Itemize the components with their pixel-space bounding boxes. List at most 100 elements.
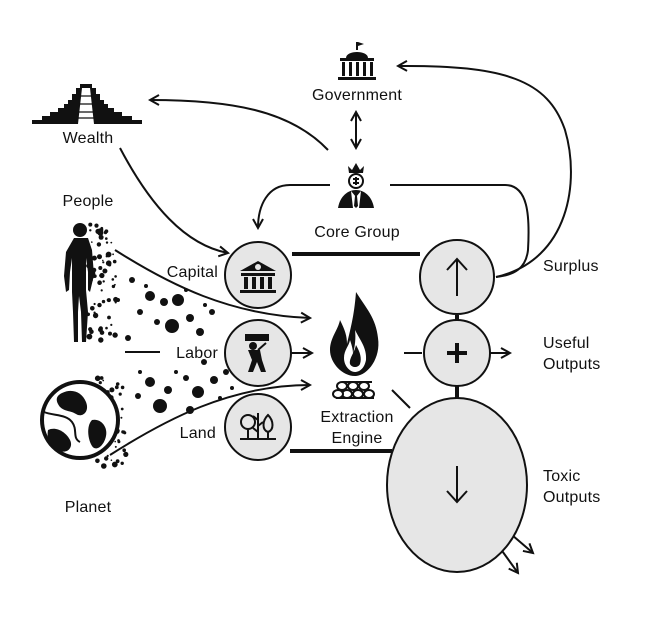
particle-dot	[112, 259, 117, 264]
particle-dot	[97, 302, 102, 308]
particle-dot	[111, 461, 118, 468]
particle-dot	[112, 332, 118, 338]
arrow-planet-flow	[109, 385, 310, 456]
particle-dot	[105, 237, 108, 240]
particle-dot	[92, 312, 99, 319]
arrow-toxic-out-2	[499, 547, 518, 573]
particle-dot	[98, 337, 104, 343]
particle-dot	[154, 319, 160, 325]
particle-dot	[137, 309, 143, 315]
arrow-people-flow	[114, 249, 310, 318]
particle-dot	[98, 381, 102, 385]
particle-dot	[94, 223, 99, 228]
particle-dot	[186, 314, 194, 322]
wealth-label: Wealth	[63, 130, 114, 147]
labels: Government Wealth People Core Group Capi…	[62, 87, 600, 516]
arrow-core-to-wealth	[150, 100, 329, 151]
particle-dot	[196, 328, 204, 336]
particle-dot	[115, 459, 120, 464]
particle-dot	[105, 326, 108, 330]
particle-dot	[98, 327, 103, 333]
particle-dot	[172, 294, 184, 306]
particle-dot	[135, 393, 141, 399]
core-group-label: Core Group	[314, 224, 400, 241]
particle-dot	[105, 260, 112, 267]
particle-dot	[102, 280, 105, 283]
plus-symbol	[447, 343, 467, 363]
bank-icon	[240, 261, 276, 293]
worker-carrying-load-icon	[245, 334, 269, 372]
particle-dot	[160, 298, 168, 306]
particle-dot	[110, 323, 113, 326]
particle-dot	[100, 289, 103, 292]
particle-dot	[108, 331, 112, 336]
particle-dot	[91, 255, 97, 261]
particle-dot	[209, 309, 215, 315]
capitol-building-icon	[338, 42, 376, 80]
particle-dot	[192, 386, 204, 398]
line-engine-to-toxic	[391, 389, 411, 409]
particle-dot	[109, 387, 115, 393]
particle-dot	[145, 291, 155, 301]
toxic-outputs-label-line1: Toxic	[543, 468, 580, 485]
particle-dot	[98, 266, 103, 270]
particle-dot	[174, 370, 178, 374]
up-arrow-symbol	[446, 257, 468, 296]
particle-dot	[101, 463, 107, 469]
particle-dot	[218, 396, 222, 400]
particle-dot	[153, 399, 167, 413]
particle-dot	[230, 386, 234, 390]
planet-label: Planet	[65, 499, 112, 516]
particle-dot	[102, 379, 105, 382]
fire-and-logs-icon	[330, 292, 379, 399]
particle-dot	[102, 268, 108, 274]
useful-outputs-label-line1: Useful	[543, 335, 590, 352]
particle-dot	[116, 298, 120, 302]
particle-dot	[145, 377, 155, 387]
particle-dot	[105, 251, 112, 258]
line-core-to-surplus	[390, 184, 530, 278]
labor-label: Labor	[176, 345, 218, 362]
particle-dot	[106, 298, 110, 302]
particle-dot	[125, 335, 131, 341]
particle-dot	[105, 241, 109, 244]
particle-dot	[184, 288, 188, 292]
particle-dot	[114, 385, 119, 390]
particle-dot	[123, 451, 129, 457]
particle-dot	[114, 275, 117, 278]
useful-outputs-label-line2: Outputs	[543, 356, 600, 373]
particle-dot	[114, 445, 117, 448]
particle-dot	[186, 406, 194, 414]
particle-dot	[120, 385, 125, 390]
particle-dot	[114, 440, 116, 443]
arrow-surplus-to-government	[398, 66, 572, 278]
particle-dot	[101, 299, 106, 304]
particle-dot	[91, 241, 93, 243]
particle-dot	[201, 359, 207, 365]
extraction-engine-label-line1: Extraction	[320, 409, 393, 426]
arrow-wealth-to-capital	[119, 147, 228, 253]
crowned-businessman-icon	[338, 163, 374, 208]
particle-dot	[115, 382, 120, 386]
connectors	[109, 66, 572, 573]
particle-dot	[95, 458, 100, 464]
particle-dot	[203, 303, 207, 307]
capital-label: Capital	[167, 264, 218, 281]
particle-dot	[99, 376, 104, 380]
particle-dot	[165, 319, 179, 333]
extraction-engine-label-line2: Engine	[331, 430, 382, 447]
particle-dot	[112, 253, 114, 256]
particle-dot	[89, 229, 92, 232]
particle-dot	[164, 386, 172, 394]
particle-dot	[129, 277, 135, 283]
particle-dot	[97, 228, 104, 235]
particle-dot	[123, 430, 126, 433]
surplus-label: Surplus	[543, 258, 599, 275]
particle-dot	[122, 448, 126, 453]
earth-globe-icon	[40, 380, 120, 460]
people-label: People	[62, 193, 113, 210]
particle-dot	[107, 315, 111, 320]
land-label: Land	[180, 425, 216, 442]
particle-dot	[111, 284, 116, 289]
